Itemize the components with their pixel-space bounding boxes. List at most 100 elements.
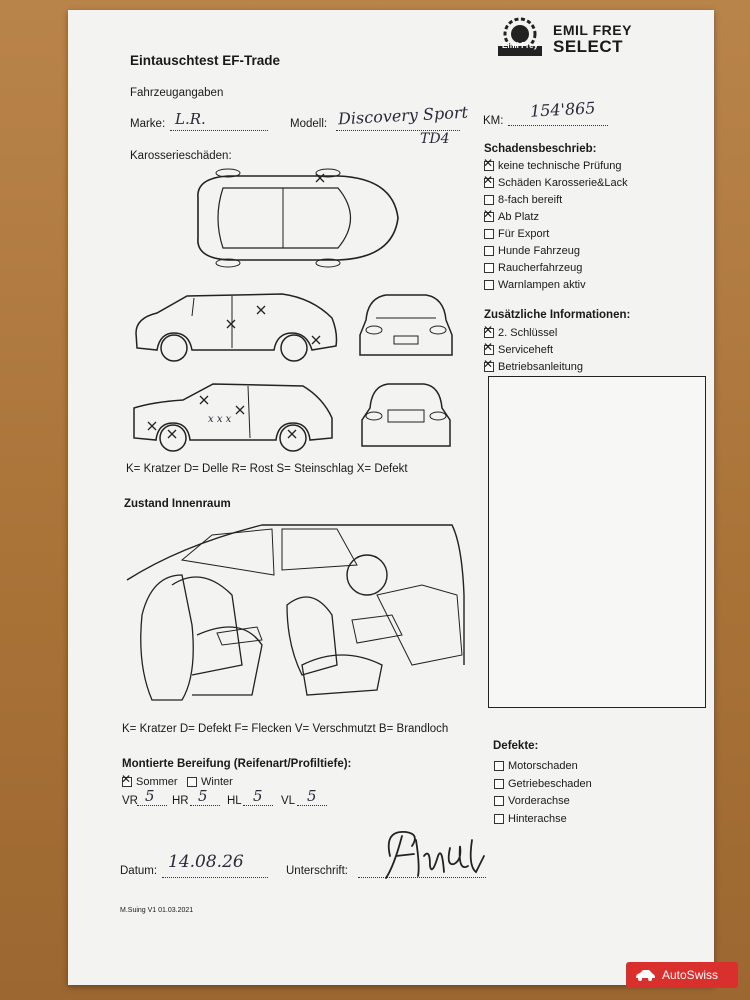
marke-line — [170, 130, 268, 131]
km-label: KM: — [483, 115, 504, 127]
sommer-label: Sommer — [136, 776, 178, 788]
additional-info-item[interactable]: Serviceheft — [483, 340, 554, 356]
damage-description-checkbox[interactable] — [484, 246, 494, 257]
defect-label: Hinterachse — [508, 812, 567, 825]
interior-heading: Zustand Innenraum — [124, 498, 231, 510]
marke-label: Marke: — [130, 118, 166, 130]
damage-description-checkbox[interactable] — [484, 280, 494, 291]
car-top-view-diagram — [197, 168, 399, 268]
form-title: Eintauschtest EF-Trade — [130, 53, 281, 68]
brand-name-line1: EMIL FREY — [553, 22, 632, 38]
damage-description-checkbox[interactable] — [484, 229, 494, 240]
car-icon — [636, 970, 655, 981]
notes-box[interactable] — [488, 376, 706, 708]
damage-description-item[interactable]: Ab Platz — [483, 207, 539, 223]
damage-description-label: Ab Platz — [498, 211, 539, 223]
unterschrift-label: Unterschrift: — [286, 865, 348, 877]
signature-image[interactable] — [372, 826, 492, 882]
datum-line — [162, 877, 268, 878]
modell-label: Modell: — [290, 118, 328, 130]
damage-description-item[interactable]: Für Export — [484, 228, 549, 240]
vr-line — [137, 805, 167, 806]
sommer-option[interactable]: Sommer — [121, 772, 178, 788]
additional-info-checkbox[interactable] — [483, 357, 494, 373]
defect-item[interactable]: Hinterachse — [494, 813, 567, 825]
form-version: M.Suing V1 01.03.2021 — [120, 907, 194, 914]
damage-description-checkbox[interactable] — [483, 173, 494, 189]
emil-frey-logo-icon — [498, 17, 542, 56]
car-front-view-diagram — [359, 294, 453, 356]
damage-description-item[interactable]: 8-fach bereift — [484, 194, 562, 206]
hl-line — [243, 805, 273, 806]
additional-info-heading: Zusätzliche Informationen: — [484, 309, 631, 321]
km-value[interactable]: 154'865 — [529, 98, 596, 121]
interior-legend: K= Kratzer D= Defekt F= Flecken V= Versc… — [122, 723, 449, 735]
car-rear-view-diagram — [361, 383, 451, 447]
damage-description-label: Hunde Fahrzeug — [498, 245, 580, 257]
datum-label: Datum: — [120, 865, 158, 877]
additional-info-item[interactable]: 2. Schlüssel — [483, 323, 558, 339]
body-damage-legend: K= Kratzer D= Delle R= Rost S= Steinschl… — [126, 463, 408, 475]
hr-label: HR — [172, 795, 189, 807]
defect-checkbox[interactable] — [494, 778, 504, 789]
defect-item[interactable]: Vorderachse — [494, 795, 570, 807]
additional-info-checkbox[interactable] — [483, 323, 494, 339]
winter-checkbox[interactable] — [187, 777, 197, 788]
defect-checkbox[interactable] — [494, 761, 504, 772]
defect-item[interactable]: Getriebeschaden — [494, 778, 592, 790]
damage-description-label: Raucherfahrzeug — [498, 262, 583, 274]
additional-info-label: 2. Schlüssel — [498, 327, 558, 339]
damage-description-heading: Schadensbeschrieb: — [484, 143, 597, 155]
damage-description-label: 8-fach bereift — [498, 194, 563, 206]
winter-option[interactable]: Winter — [187, 776, 233, 788]
damage-description-item[interactable]: Warnlampen aktiv — [484, 279, 586, 291]
logo-text: Emil Frey — [502, 41, 539, 50]
damage-description-label: keine technische Prüfung — [498, 160, 622, 172]
watermark-text: AutoSwiss — [662, 968, 719, 982]
damage-description-checkbox[interactable] — [484, 195, 494, 206]
damage-description-label: Für Export — [498, 228, 550, 240]
defect-checkbox[interactable] — [494, 796, 504, 807]
km-line — [508, 125, 608, 126]
damage-description-item[interactable]: Raucherfahrzeug — [484, 262, 582, 274]
hr-value[interactable]: 5 — [198, 787, 208, 805]
hr-line — [190, 805, 220, 806]
hl-value[interactable]: 5 — [253, 787, 263, 805]
damage-description-checkbox[interactable] — [483, 156, 494, 172]
side-damage-marks: x x x — [208, 414, 232, 425]
brand-name-line2: SELECT — [553, 37, 624, 56]
modell-value-2[interactable]: TD4 — [420, 131, 450, 147]
vr-value[interactable]: 5 — [145, 787, 155, 805]
marke-value[interactable]: L.R. — [175, 110, 206, 128]
damage-description-checkbox[interactable] — [483, 207, 494, 223]
damage-description-label: Schäden Karosserie&Lack — [498, 177, 628, 189]
additional-info-item[interactable]: Betriebsanleitung — [483, 357, 584, 373]
autoswiss-watermark: AutoSwiss — [626, 962, 738, 988]
hl-label: HL — [227, 795, 242, 807]
signature-line — [358, 877, 486, 878]
damage-description-checkbox[interactable] — [484, 263, 494, 274]
damage-description-item[interactable]: Schäden Karosserie&Lack — [483, 173, 628, 189]
modell-line — [336, 130, 460, 131]
damage-description-item[interactable]: Hunde Fahrzeug — [484, 245, 580, 257]
vr-label: VR — [122, 795, 138, 807]
defect-label: Getriebeschaden — [508, 777, 592, 790]
vl-value[interactable]: 5 — [307, 787, 317, 805]
damage-description-item[interactable]: keine technische Prüfung — [483, 156, 622, 172]
additional-info-checkbox[interactable] — [483, 340, 494, 356]
damage-description-label: Warnlampen aktiv — [498, 279, 586, 291]
additional-info-label: Serviceheft — [498, 344, 554, 356]
tires-heading: Montierte Bereifung (Reifenart/Profiltie… — [122, 758, 352, 770]
sommer-checkbox[interactable] — [121, 772, 132, 788]
defect-checkbox[interactable] — [494, 813, 504, 824]
vehicle-section-heading: Fahrzeugangaben — [130, 87, 224, 99]
additional-info-label: Betriebsanleitung — [498, 361, 584, 373]
vl-label: VL — [281, 795, 296, 807]
winter-label: Winter — [201, 776, 233, 788]
defect-item[interactable]: Motorschaden — [494, 760, 578, 772]
body-damage-heading: Karosserieschäden: — [130, 150, 232, 162]
car-interior-diagram — [126, 524, 465, 701]
vl-line — [297, 805, 327, 806]
defects-heading: Defekte: — [493, 740, 539, 752]
datum-value[interactable]: 14.08.26 — [168, 852, 244, 872]
